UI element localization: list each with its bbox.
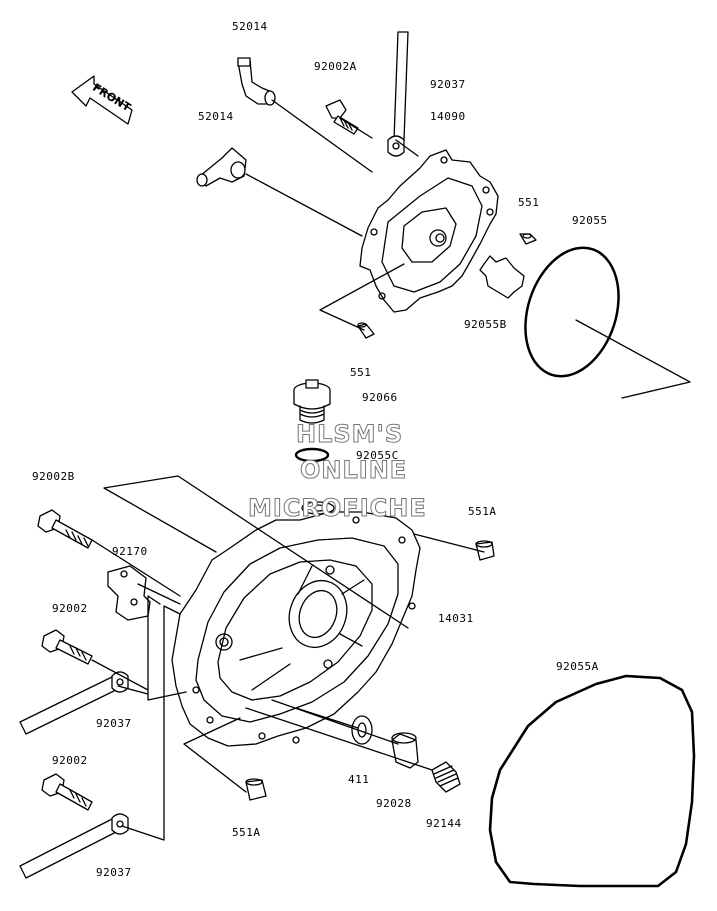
dowel-551A-upper <box>475 540 495 561</box>
seal-92055B <box>479 255 525 299</box>
label-92055A: 92055A <box>556 660 599 673</box>
dowel-551-lower <box>357 322 375 339</box>
label-551A-lower: 551A <box>232 826 261 839</box>
label-52014-lower: 52014 <box>198 110 234 123</box>
label-92037-top: 92037 <box>430 78 466 91</box>
strap-92037-bottom <box>19 813 129 879</box>
washer-411 <box>351 715 373 745</box>
label-92055C: 92055C <box>356 449 399 462</box>
label-92170: 92170 <box>112 545 148 558</box>
label-92037-mid: 92037 <box>96 717 132 730</box>
washer-92066 <box>301 501 335 515</box>
watermark-line-2: ONLINE <box>299 456 408 485</box>
label-92002-lower: 92002 <box>52 754 88 767</box>
label-92055B: 92055B <box>464 318 507 331</box>
label-52014-upper: 52014 <box>232 20 268 33</box>
label-92066: 92066 <box>362 391 398 404</box>
label-14090: 14090 <box>430 110 466 123</box>
label-14031: 14031 <box>438 612 474 625</box>
dowel-551-upper <box>519 233 537 245</box>
bolt-92002-lower <box>41 773 93 811</box>
bolt-92002B <box>37 509 93 549</box>
label-411: 411 <box>348 773 370 786</box>
oring-92055C <box>294 447 330 463</box>
oring-92055 <box>524 246 620 378</box>
bracket-92170 <box>107 565 151 621</box>
fitting-52014-lower <box>196 147 247 187</box>
front-arrow-icon: FRONT <box>71 75 133 125</box>
fitting-52014-upper <box>237 57 276 106</box>
cover-14031 <box>171 511 421 747</box>
spring-92144 <box>431 761 461 793</box>
gasket-92055A <box>488 674 696 888</box>
strap-92037-top <box>387 31 409 157</box>
bolt-92002-mid <box>41 629 93 665</box>
watermark-line-3: MICROFICHE <box>248 494 427 523</box>
watermark-line-1: HLSM'S <box>295 420 404 449</box>
label-551A-upper: 551A <box>468 505 497 518</box>
bushing-92028 <box>391 732 419 769</box>
label-92037-bottom: 92037 <box>96 866 132 879</box>
cover-14090 <box>359 149 499 313</box>
label-92002-mid: 92002 <box>52 602 88 615</box>
dowel-551A-lower <box>245 778 267 801</box>
label-551-upper: 551 <box>518 196 540 209</box>
plug-92066 <box>293 379 331 424</box>
label-92144: 92144 <box>426 817 462 830</box>
label-92002A: 92002A <box>314 60 357 73</box>
label-92002B: 92002B <box>32 470 75 483</box>
label-551-lower: 551 <box>350 366 372 379</box>
label-92028: 92028 <box>376 797 412 810</box>
label-92055: 92055 <box>572 214 608 227</box>
bolt-92002A <box>325 99 359 135</box>
